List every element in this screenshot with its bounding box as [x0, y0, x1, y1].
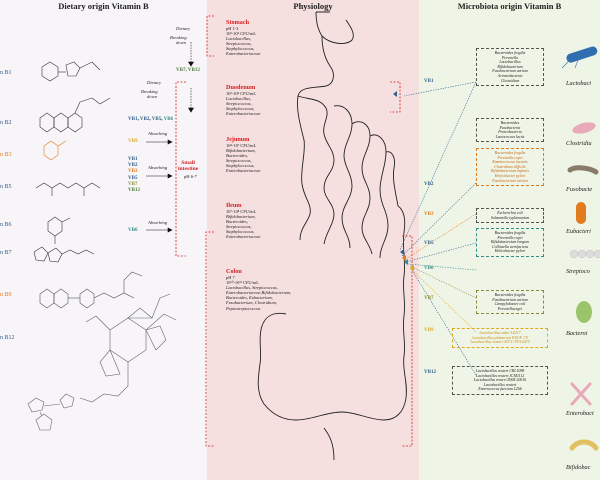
absorbing-label-1: Absorbing: [148, 131, 168, 136]
vb3-label: VB3: [424, 212, 434, 217]
enterobacter-icon: [570, 382, 592, 406]
vb1-label: VB1: [424, 79, 434, 84]
connector-vb3: [403, 213, 477, 261]
small-intestine-ph: pH 6-7: [184, 174, 197, 179]
jejunum-info: Jejunum 10⁴-10⁷ CFU/mL Bifidobacterium, …: [226, 136, 261, 174]
physiology-panel: [207, 0, 419, 480]
vitamin-b1-label: n B1: [0, 70, 12, 76]
dietary-panel: [0, 0, 207, 480]
vb9-label: VB9: [424, 328, 434, 333]
physiology-header: Physiology: [293, 1, 333, 11]
microbiota-box-vb6: Bacteroides fragilis Fusobacterium variu…: [476, 290, 544, 315]
vitamin-b2-label: n B2: [0, 120, 12, 126]
stomach-bracket: [206, 15, 214, 57]
vb-ileum-group: VB6: [128, 228, 138, 233]
microbiota-box-vb7: Lactobacillus sakei LZ217 Lactobacillus …: [452, 328, 548, 348]
ileum-info: Ileum 10⁷-10⁸ CFU/mL Bifidobacterium, Ba…: [226, 202, 261, 240]
microbiota-box-vb1b: Bacteroides Fusobacteria Proteobacteria …: [476, 118, 544, 143]
microbiota-box-vb3: Escherichia coli Salmonella typhimurium: [476, 208, 544, 224]
vb5-label: VB5: [424, 241, 434, 246]
microbiota-box-vb1: Bacteroides fragilis Prevotella Lactobac…: [476, 48, 544, 87]
streptococcus-icon: [569, 249, 600, 259]
connector-vb1-colon: [399, 81, 477, 251]
lactobacillus-icon: [561, 46, 598, 69]
microbe-name-enterobacter: Enterobact: [566, 410, 594, 417]
molecule-structures: [27, 42, 195, 431]
small-intestine-bracket: [175, 81, 186, 257]
microbiota-box-vb5: Bacteroides fragilis Prevotella copri Bi…: [476, 228, 544, 257]
vb-duodenum-group: VB1, VB2, VB5, VB6: [128, 117, 174, 122]
breaking-label-top-1: Breaking: [170, 35, 187, 40]
riboflavin-molecule-icon: [39, 97, 111, 133]
biotin-molecule-icon: [33, 246, 95, 263]
vitamin-b5-label: n B5: [0, 184, 12, 190]
breaking-label-top-2: down: [176, 40, 186, 45]
connector-vb12: [411, 269, 477, 376]
absorbing-label-3: Absorbing: [148, 220, 168, 225]
microbe-name-lactobacillus: Lactobaci: [566, 80, 592, 87]
vb2-label: VB2: [424, 182, 434, 187]
vb12-label: VB12: [424, 370, 436, 375]
duodenum-outline: [297, 35, 334, 97]
clostridium-icon: [572, 122, 596, 134]
duodenum-bracket-right: [390, 81, 401, 113]
niacin-molecule-icon: [43, 140, 67, 161]
vitamin-b9-label: n B9: [0, 292, 12, 298]
breaking-label-mid-2: down: [147, 94, 157, 99]
microbe-name-bacteroides: Bacteroi: [566, 330, 588, 337]
microbe-name-fusobacterium: Fusobacte: [566, 186, 593, 193]
connector-vb9: [409, 267, 477, 333]
duodenum-info: Duodenum 10²-10⁴ CFU/mL Lactobacillus, S…: [226, 84, 261, 117]
stomach-info: Stomach pH 1-3 10²-10⁴ CFU/mL Lactobacil…: [226, 19, 261, 57]
dietary-header: Dietary origin Vitamin B: [58, 1, 149, 11]
microbe-name-bifidobacterium: Bifidobac: [566, 464, 591, 471]
small-intestine-label: Small intestine: [178, 160, 199, 173]
absorbing-label-2: Absorbing: [148, 165, 168, 170]
microbiota-box-vb2: Bacteroides fragilis Prevotella copri Ru…: [476, 148, 544, 187]
thiamine-molecule-icon: [41, 61, 101, 82]
small-intestine-outline: [297, 95, 399, 259]
eubacterium-icon: [576, 202, 586, 224]
colon-outline: [257, 205, 407, 421]
vitamin-b12-label: n B12: [0, 335, 15, 341]
pyridoxine-molecule-icon: [47, 216, 71, 244]
vitamin-b3-label: n B3: [0, 152, 12, 158]
breaking-label-mid-1: Breaking: [141, 89, 158, 94]
vb-mid-group: VB1 VB2 VB3 VB5 VB7 VB12: [128, 157, 140, 194]
microbe-name-streptococcus: Streptoco: [566, 268, 590, 275]
microbe-name-clostridium: Clostridiu: [566, 140, 592, 147]
bifidobacterium-icon: [569, 439, 599, 451]
cobalamin-molecule-icon: [27, 293, 177, 431]
vitamin-b7-label: n B7: [0, 250, 12, 256]
fusobacterium-icon: [567, 165, 599, 175]
vb-jejunum-group: VB9: [128, 139, 138, 144]
vitamin-b6-label: n B6: [0, 222, 12, 228]
vb6-label: VB6: [424, 266, 434, 271]
colon-info: Colon pH 7 10¹⁰-10¹² CFU/mL Lactobacillu…: [226, 268, 292, 311]
vb7-label: VB7: [424, 296, 434, 301]
colon-bracket-right: [402, 235, 413, 447]
stomach-outline: [315, 11, 354, 44]
vb-top-right-group: VB7, VB12: [176, 68, 200, 73]
dietary-label-mid: Dietary: [147, 80, 162, 85]
connector-vb5: [405, 242, 477, 263]
colon-bracket-left: [205, 231, 214, 447]
folate-molecule-icon: [39, 271, 143, 309]
dietary-label-top: Dietary: [176, 26, 191, 31]
pantothenic-acid-molecule-icon: [35, 182, 101, 196]
connector-vb1: [403, 81, 477, 97]
rectum-outline: [323, 427, 335, 461]
microbiota-box-vb9: Lactobacillus reuteri CRL1098 Lactobacil…: [452, 366, 548, 395]
connector-vb7: [409, 265, 477, 299]
bacteroides-icon: [576, 301, 592, 323]
microbe-name-eubacterium: Eubacteri: [566, 228, 591, 235]
microbiota-header: Microbiota origin Vitamin B: [457, 1, 562, 11]
microbiota-panel: [419, 0, 600, 480]
